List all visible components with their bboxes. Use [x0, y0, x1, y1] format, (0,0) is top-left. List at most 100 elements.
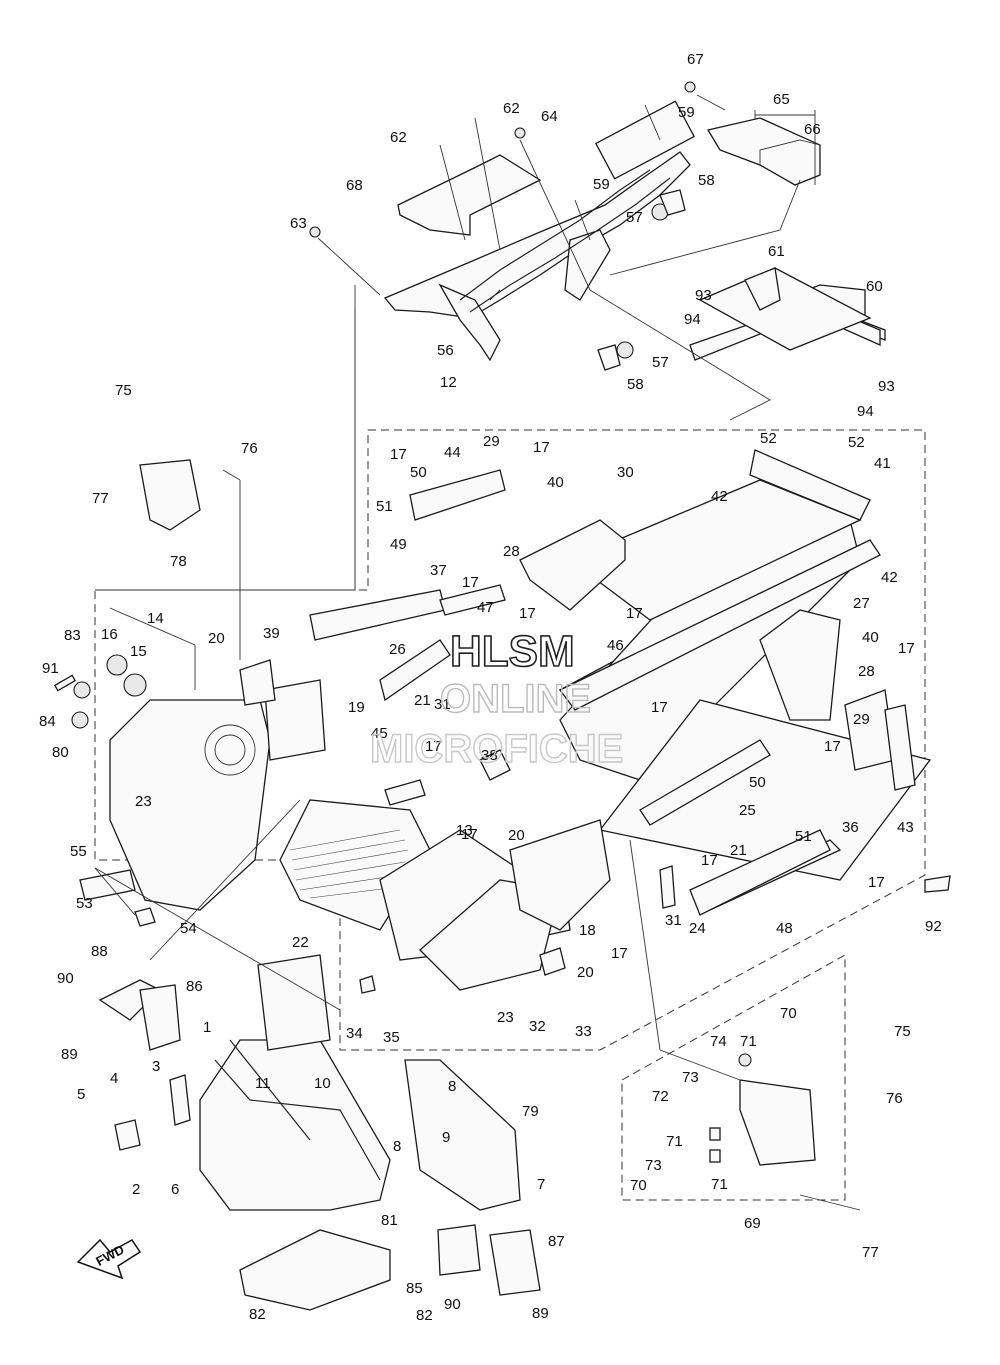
callout: 71 — [740, 1033, 757, 1050]
callout: 41 — [874, 455, 891, 472]
watermark-line1: HLSM — [450, 627, 575, 676]
callout: 76 — [241, 440, 258, 457]
callout: 18 — [579, 922, 596, 939]
callout: 93 — [695, 287, 712, 304]
plate-49 — [309, 589, 446, 641]
callout: 71 — [711, 1176, 728, 1193]
callout: 32 — [529, 1018, 546, 1035]
callout: 57 — [626, 209, 643, 226]
callout: 23 — [135, 793, 152, 810]
frame-tube — [229, 1039, 311, 1141]
callout: 81 — [381, 1212, 398, 1229]
callout: 83 — [64, 627, 81, 644]
clip-34 — [359, 975, 376, 994]
watermark-line2: ONLINE — [440, 677, 591, 721]
callout: 47 — [477, 599, 494, 616]
rear-frame-leg-right — [564, 229, 611, 301]
clip-71b — [709, 1149, 721, 1163]
callout: 17 — [611, 945, 628, 962]
bracket-30 — [519, 519, 626, 611]
chain-25 — [639, 739, 771, 826]
bulkhead-14 — [109, 699, 271, 911]
seal-84 — [71, 711, 89, 729]
bracket-65 — [706, 117, 821, 186]
callout: 4 — [110, 1070, 118, 1087]
callout: 93 — [878, 378, 895, 395]
callout: 58 — [698, 172, 715, 189]
callout: 11 — [255, 1075, 271, 1092]
callout: 25 — [739, 802, 756, 819]
callout: 19 — [348, 699, 365, 716]
callout: 40 — [547, 474, 564, 491]
callout: 17 — [390, 446, 407, 463]
lower-front-frame — [98, 954, 816, 1311]
callout: 76 — [886, 1090, 903, 1107]
callout: 12 — [440, 374, 457, 391]
callout: 21 — [414, 692, 431, 709]
skid-plate-81 — [239, 1229, 391, 1311]
callout: 10 — [314, 1075, 331, 1092]
callout: 33 — [575, 1023, 592, 1040]
callout: 90 — [444, 1296, 461, 1313]
callout: 28 — [858, 663, 875, 680]
callout: 46 — [607, 637, 624, 654]
callout: 16 — [101, 626, 118, 643]
bracket-61 — [744, 267, 781, 311]
bracket-58a — [659, 189, 686, 216]
callout: 59 — [678, 104, 695, 121]
watermark: HLSM ONLINE MICROFICHE — [369, 626, 624, 772]
bracket-32 — [539, 947, 566, 976]
callout: 15 — [130, 643, 147, 660]
callout: 14 — [147, 610, 164, 627]
bracket-4 — [114, 1119, 141, 1151]
callout: 17 — [462, 574, 479, 591]
callout: 50 — [410, 464, 427, 481]
callout: 50 — [749, 774, 766, 791]
callout: 37 — [430, 562, 447, 579]
callout: 63 — [290, 215, 307, 232]
callout: 52 — [760, 430, 777, 447]
callout: 70 — [630, 1177, 647, 1194]
callout: 17 — [701, 852, 718, 869]
chain-44 — [409, 469, 506, 521]
callout: 91 — [42, 660, 59, 677]
callout: 53 — [76, 895, 93, 912]
callout: 67 — [687, 51, 704, 68]
callout: 74 — [710, 1033, 727, 1050]
callout: 61 — [768, 243, 785, 260]
callout: 59 — [593, 176, 610, 193]
callout: 75 — [894, 1023, 911, 1040]
callout: 45 — [371, 725, 388, 742]
bracket-fold — [759, 139, 821, 165]
callout: 2 — [132, 1181, 140, 1198]
frame-rail — [459, 169, 651, 301]
callout: 51 — [376, 498, 393, 515]
callout: 79 — [522, 1103, 539, 1120]
callout: 65 — [773, 91, 790, 108]
nut-64 — [514, 127, 526, 139]
callout: 42 — [711, 488, 728, 505]
callout: 38 — [481, 747, 498, 764]
callout: 17 — [461, 826, 478, 843]
bracket-3 — [169, 1074, 191, 1126]
callout: 66 — [804, 121, 821, 138]
callout: 69 — [744, 1215, 761, 1232]
callout: 35 — [383, 1029, 400, 1046]
callout: 8 — [448, 1078, 456, 1095]
callout: 40 — [862, 629, 879, 646]
callout: 43 — [897, 819, 914, 836]
rear-bar-41 — [749, 449, 871, 521]
bracket-38 — [479, 749, 511, 781]
callout: 92 — [925, 918, 942, 935]
callout: 52 — [848, 434, 865, 451]
callout: 20 — [577, 964, 594, 981]
callout: 88 — [91, 943, 108, 960]
callout: 1 — [203, 1019, 211, 1036]
callout: 42 — [881, 569, 898, 586]
strip-43 — [884, 704, 916, 791]
callout: 6 — [171, 1181, 179, 1198]
clip-54 — [134, 907, 156, 927]
callout: 48 — [776, 920, 793, 937]
callout: 73 — [645, 1157, 662, 1174]
callout: 60 — [866, 278, 883, 295]
